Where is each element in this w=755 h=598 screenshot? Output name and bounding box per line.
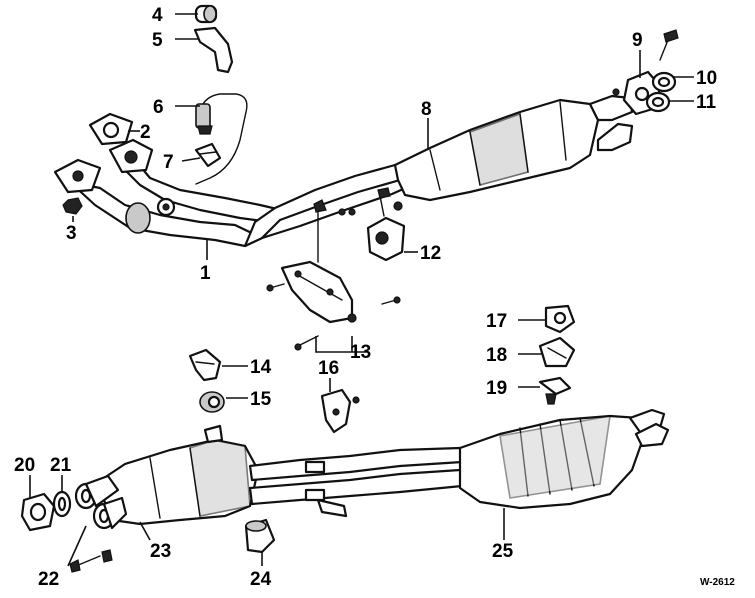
callout-12: 12 <box>420 243 441 264</box>
callout-24: 24 <box>250 569 272 590</box>
callout-17: 17 <box>486 311 507 332</box>
callout-23: 23 <box>150 541 171 562</box>
flange-gasket <box>88 112 134 146</box>
outlet-gasket-lower <box>645 91 671 113</box>
callout-3: 3 <box>66 223 77 244</box>
muffler-hanger-bracket <box>538 336 576 368</box>
manifold-flange-right <box>108 138 154 174</box>
callout-9: 9 <box>632 30 643 51</box>
callout-8: 8 <box>421 99 432 120</box>
catalytic-converter <box>393 94 634 202</box>
callout-21: 21 <box>50 455 72 476</box>
rear-muffler <box>458 408 670 510</box>
hanger-bracket <box>193 4 234 74</box>
callout-labels: 1 2 3 4 5 6 7 8 9 10 11 12 13 14 15 16 1… <box>14 5 717 590</box>
sensor-clip <box>194 142 222 168</box>
callout-10: 10 <box>696 68 717 89</box>
flange-bolt <box>69 549 113 573</box>
callout-16: 16 <box>318 358 339 379</box>
callout-22: 22 <box>38 569 59 590</box>
callout-19: 19 <box>486 378 507 399</box>
callout-20: 20 <box>14 455 35 476</box>
rear-connecting-pipes <box>248 446 464 518</box>
flex-joint <box>125 202 151 234</box>
callout-13: 13 <box>350 342 371 363</box>
muffler-hanger-pin <box>538 376 572 405</box>
callout-5: 5 <box>152 30 163 51</box>
callout-4: 4 <box>152 5 163 26</box>
callout-15: 15 <box>250 389 272 410</box>
muffler-inlet-pipes <box>74 474 128 530</box>
rear-hanger <box>320 388 360 434</box>
rubber-ring <box>199 391 225 413</box>
manifold-flange-left <box>53 158 102 194</box>
callout-2: 2 <box>140 122 151 143</box>
outlet-gasket-upper <box>651 71 677 93</box>
rubber-mount <box>366 187 406 262</box>
inlet-gasket <box>52 490 72 518</box>
support-bracket <box>266 199 401 351</box>
muffler-hanger-rubber <box>544 304 576 334</box>
callout-7: 7 <box>163 152 174 173</box>
front-pipe <box>68 158 412 248</box>
callout-18: 18 <box>486 345 507 366</box>
callout-1: 1 <box>200 263 211 284</box>
leader-lines <box>29 13 694 567</box>
pipe-sleeve <box>244 518 276 554</box>
intermediate-muffler <box>102 424 260 526</box>
inlet-flange <box>20 492 56 532</box>
callout-14: 14 <box>250 357 272 378</box>
callout-11: 11 <box>696 92 717 113</box>
figure-code: W-2612 <box>700 577 735 588</box>
hanger-clip <box>188 348 222 382</box>
callout-25: 25 <box>492 541 514 562</box>
flange-nut <box>62 197 83 215</box>
oxygen-sensor <box>195 93 248 185</box>
callout-6: 6 <box>153 97 164 118</box>
